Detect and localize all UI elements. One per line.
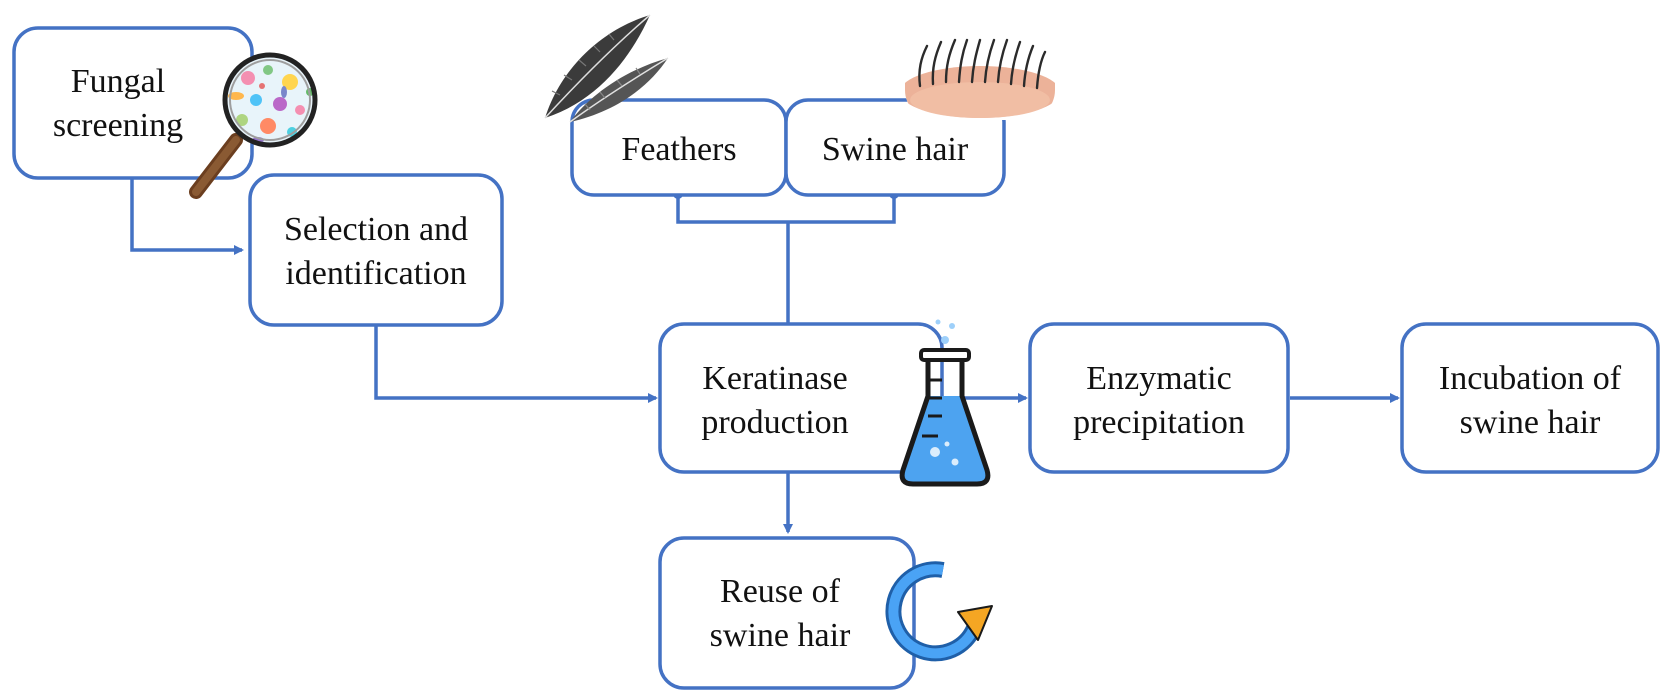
fungal-screening-line1: Fungal: [71, 63, 165, 100]
enzymatic-line1: Enzymatic: [1086, 360, 1231, 397]
selection-line1: Selection and: [284, 211, 468, 248]
feathers-box: Feathers: [570, 98, 788, 197]
connector-selection-to-keratinase: [374, 325, 658, 403]
feather-icon: [544, 14, 669, 123]
fungal-screening-line2: screening: [53, 107, 183, 144]
enzymatic-precipitation-box: Enzymatic precipitation: [1028, 322, 1290, 474]
swine-hair-box: Swine hair: [784, 98, 1006, 197]
reuse-line2: swine hair: [710, 617, 851, 654]
swine-hair-label: Swine hair: [822, 131, 969, 168]
incubation-box: Incubation of swine hair: [1400, 322, 1660, 474]
incubation-line2: swine hair: [1460, 404, 1601, 441]
fungal-screening-box: Fungal screening: [12, 26, 254, 180]
selection-identification-box: Selection and identification: [248, 173, 504, 327]
magnifier-icon: [189, 52, 318, 199]
keratinase-line2: production: [701, 404, 848, 441]
connector-fungal-to-selection: [130, 178, 244, 255]
keratinase-line1: Keratinase: [702, 360, 847, 397]
enzymatic-line2: precipitation: [1073, 404, 1245, 441]
flask-icon: [899, 319, 991, 487]
connector-feathers-swine-merge: [676, 195, 896, 224]
incubation-line1: Incubation of: [1439, 360, 1622, 397]
selection-line2: identification: [285, 255, 466, 292]
refresh-icon: [885, 561, 993, 662]
keratinase-production-box: Keratinase production: [658, 322, 944, 474]
reuse-box: Reuse of swine hair: [658, 536, 916, 690]
feathers-label: Feathers: [621, 131, 736, 168]
reuse-line1: Reuse of: [720, 573, 841, 610]
hair-skin-icon: [905, 38, 1055, 120]
